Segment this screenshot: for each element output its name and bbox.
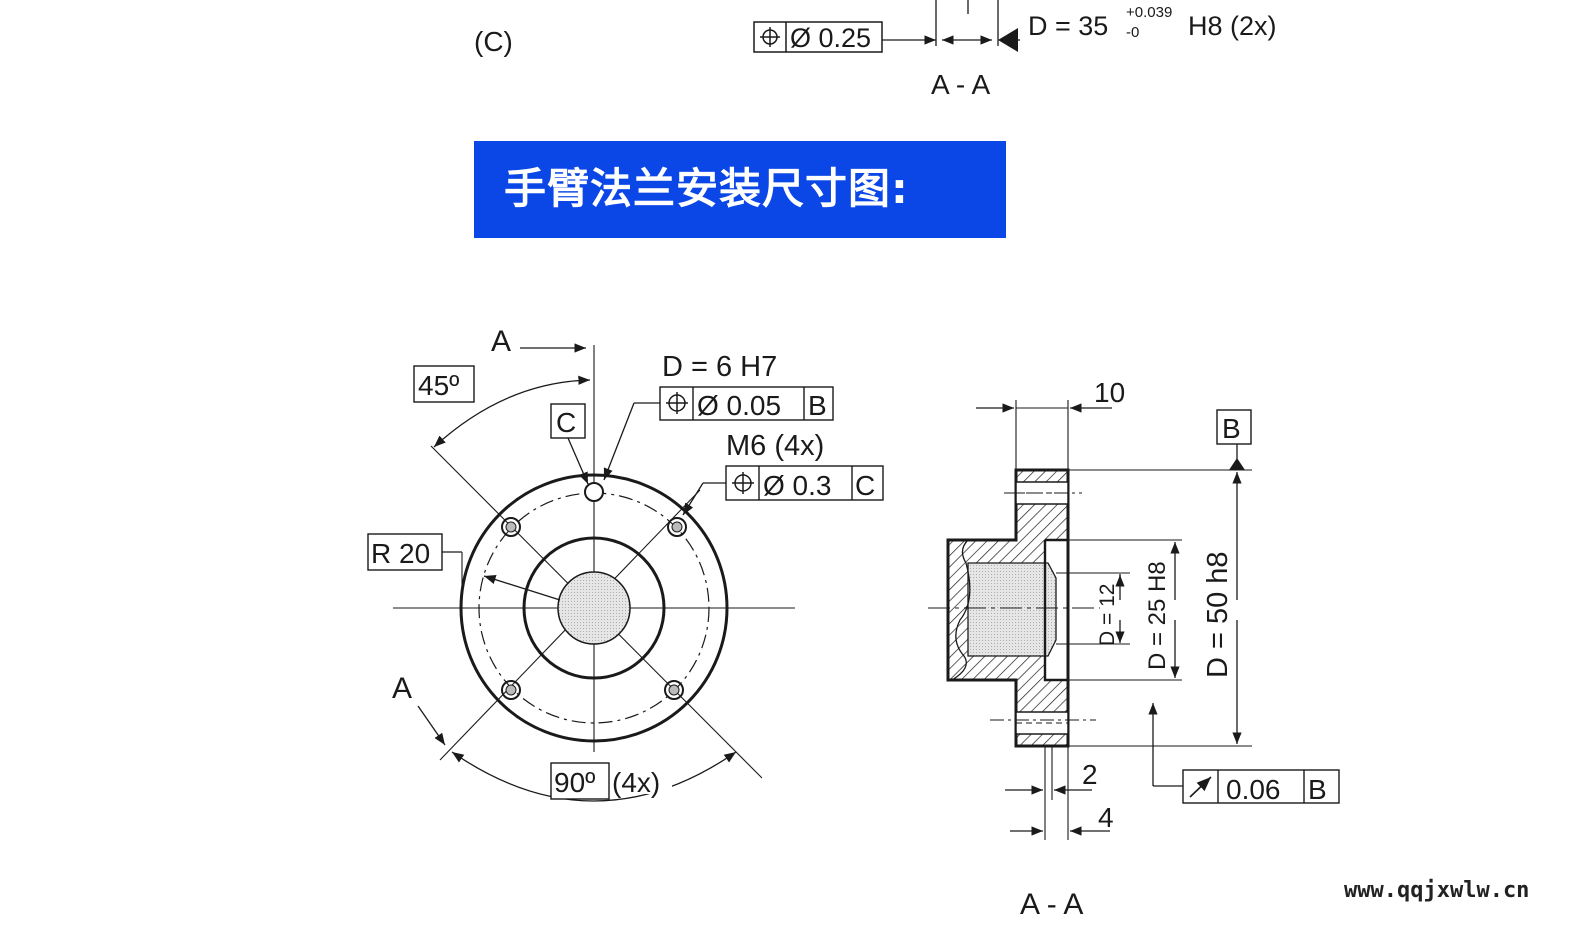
tolerance-value-top: Ø 0.25 — [790, 23, 871, 53]
bore-circle — [557, 571, 631, 645]
front-view: A A 45º C R 20 D = 6 H7 Ø 0.05 B — [367, 325, 884, 802]
position-icon — [666, 392, 688, 414]
section-label-bottom: A - A — [1020, 888, 1083, 921]
spigot-circle — [522, 536, 666, 680]
dim-35-prefix: D = 35 — [1028, 11, 1108, 41]
title-banner: 手臂法兰安装尺寸图: — [474, 141, 1006, 238]
dim-2-label: 2 — [1082, 759, 1098, 790]
dim-d50-label: D = 50 h8 — [1202, 551, 1234, 678]
tol-upper: +0.039 — [1126, 4, 1172, 21]
watermark-text: www.qqjxwlw.cn — [1344, 878, 1530, 903]
tol-lower: -0 — [1126, 24, 1139, 41]
dim-d25-label: D = 25 H8 — [1144, 561, 1171, 670]
radius-label: R 20 — [371, 538, 430, 569]
thread-datum-ref: C — [855, 470, 875, 501]
pin-datum-ref: B — [808, 390, 827, 421]
top-section: (C) Ø 0.25 D = 35 +0.039 -0 H8 (2x) A - … — [474, 0, 1277, 100]
thread-dimension: M6 (4x) — [726, 430, 824, 462]
pin-hole-dimension: D = 6 H7 — [662, 351, 777, 383]
thread-tolerance-value: Ø 0.3 — [763, 470, 831, 501]
dim-4-label: 4 — [1098, 802, 1114, 833]
angle-90-label: 90º — [554, 767, 595, 798]
section-arrow-bottom-label: A — [392, 672, 412, 705]
bolt-hole-icon — [664, 680, 684, 700]
angle-90-count: (4x) — [612, 767, 660, 798]
position-icon — [760, 27, 780, 47]
dim-d12-label: D = 12 — [1096, 584, 1119, 646]
datum-c-label: C — [556, 407, 576, 438]
datum-b-label: B — [1222, 413, 1241, 444]
angle-45-label: 45º — [418, 370, 459, 401]
runout-value: 0.06 — [1226, 774, 1281, 805]
section-label-top: A - A — [931, 69, 990, 100]
label-c-paren: (C) — [474, 26, 513, 57]
position-icon — [732, 472, 754, 494]
pin-hole-icon — [584, 482, 604, 502]
section-arrow-top-label: A — [491, 325, 511, 358]
dim-10-label: 10 — [1094, 377, 1125, 408]
flange-outer-circle — [459, 473, 729, 743]
bolt-hole-icon — [501, 517, 521, 537]
runout-icon — [1189, 776, 1212, 798]
bolt-hole-icon — [501, 680, 521, 700]
banner-title: 手臂法兰安装尺寸图: — [504, 164, 909, 213]
pin-tolerance-value: Ø 0.05 — [697, 390, 781, 421]
dim-35-suffix: H8 (2x) — [1188, 11, 1277, 41]
tolerance-frame-top — [753, 21, 883, 53]
runout-datum: B — [1308, 774, 1327, 805]
section-view: 10 B D = 12 D = 25 H8 D = 50 h8 — [928, 377, 1340, 921]
bolt-hole-icon — [667, 517, 687, 537]
